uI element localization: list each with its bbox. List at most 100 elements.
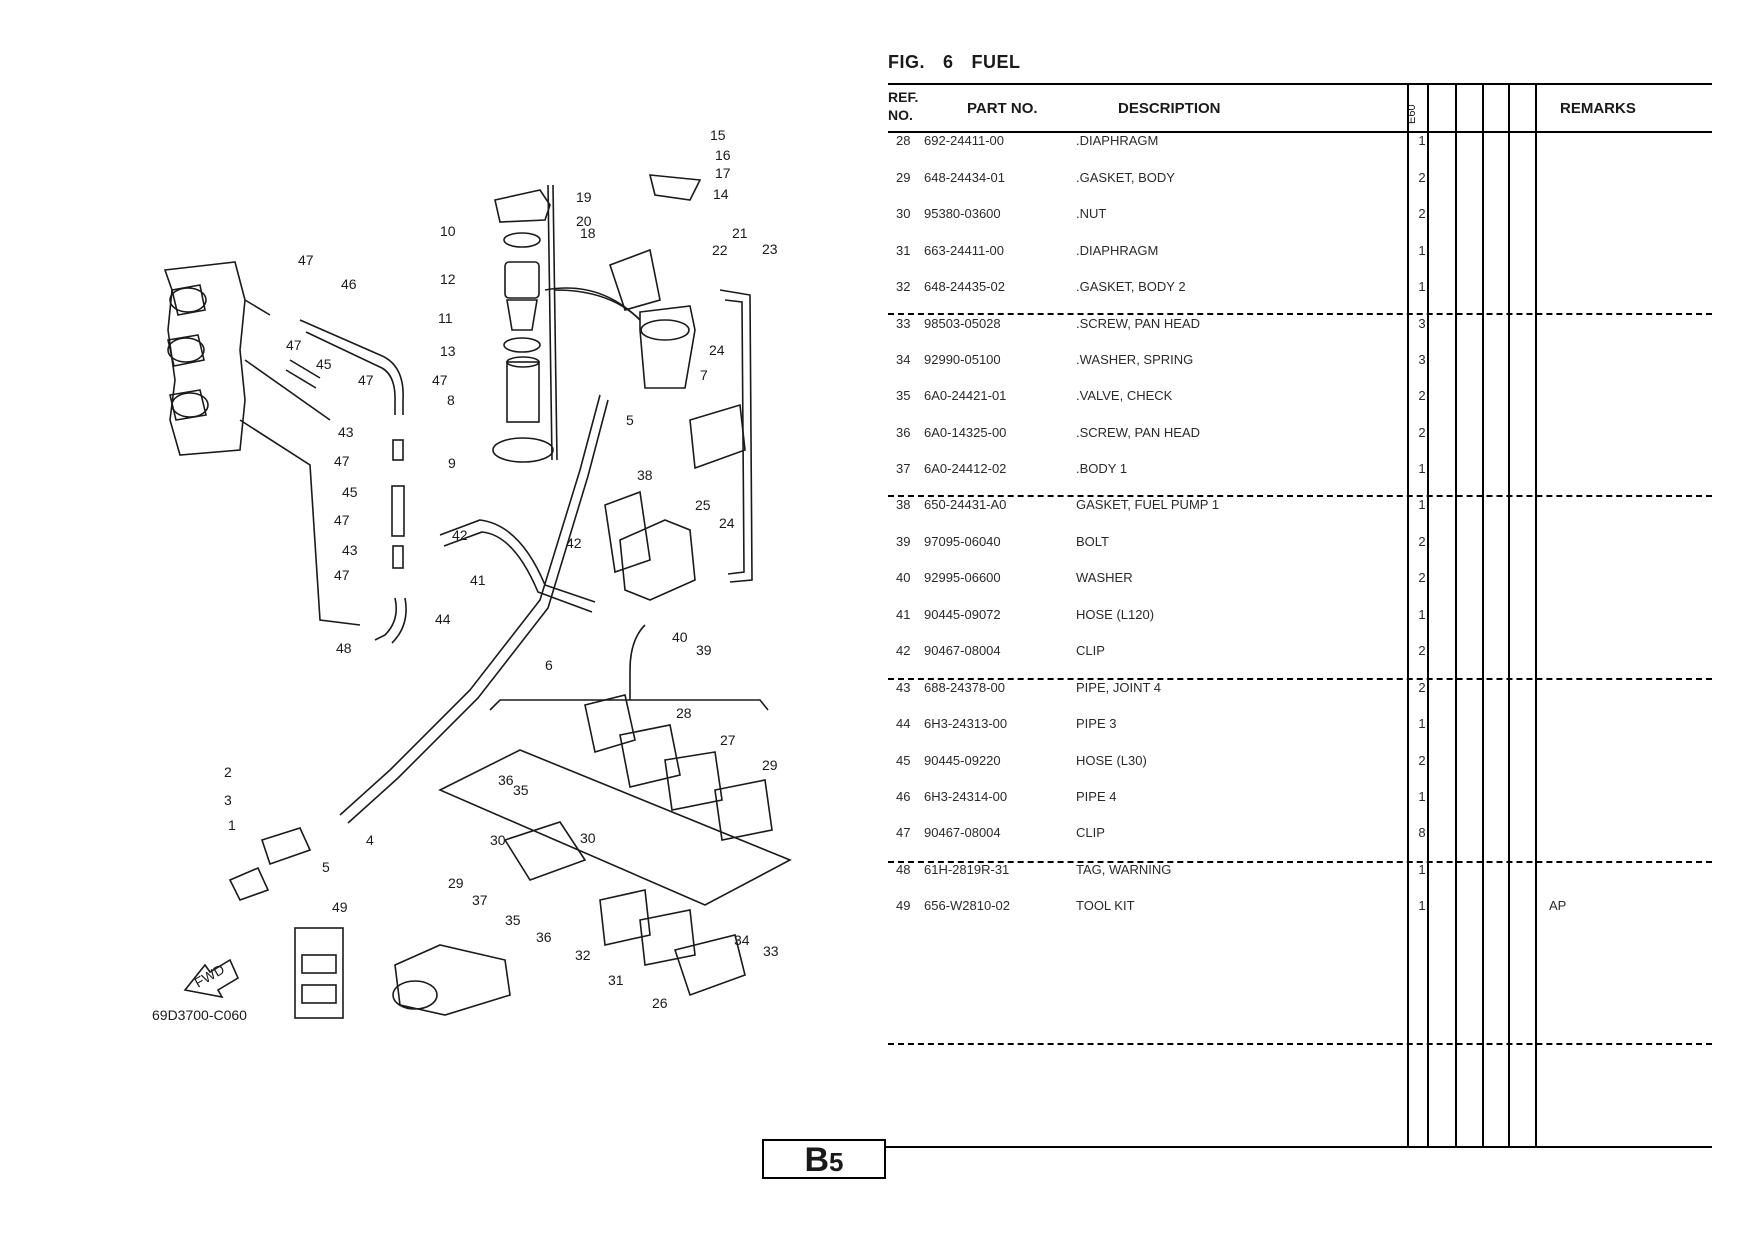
page-letter: B: [804, 1141, 830, 1179]
col-rule: [1407, 83, 1409, 1148]
ref-cell: 30: [896, 206, 911, 221]
description-cell: HOSE (L30): [1076, 753, 1147, 768]
col-rule: [1508, 83, 1510, 1148]
callout-number: 49: [332, 899, 348, 915]
ref-cell: 34: [896, 352, 911, 367]
description-cell: CLIP: [1076, 825, 1105, 840]
callout-number: 42: [566, 535, 582, 551]
description-cell: .DIAPHRAGM: [1076, 243, 1159, 258]
callout-number: 29: [762, 757, 778, 773]
callout-number: 35: [505, 912, 521, 928]
callout-number: 20: [576, 213, 592, 229]
description-cell: PIPE, JOINT 4: [1076, 680, 1162, 695]
part-no-cell: 692-24411-00: [924, 133, 1004, 148]
callout-number: 8: [447, 392, 455, 408]
callout-number: 30: [490, 832, 506, 848]
part-no-cell: 97095-06040: [924, 534, 1001, 549]
callout-number: 47: [334, 453, 350, 469]
part-no-cell: 6A0-24421-01: [924, 388, 1007, 403]
callout-number: 12: [440, 271, 456, 287]
description-cell: .BODY 1: [1076, 461, 1128, 476]
part-no-cell: 6A0-14325-00: [924, 425, 1007, 440]
callout-number: 43: [342, 542, 358, 558]
page-number: 5: [829, 1147, 844, 1177]
quantity-cell: 1: [1418, 497, 1426, 512]
callout-number: 37: [472, 892, 488, 908]
part-no-cell: 61H-2819R-31: [924, 862, 1010, 877]
ref-cell: 35: [896, 388, 911, 403]
callout-number: 25: [695, 497, 711, 513]
ref-cell: 31: [896, 243, 911, 258]
description-cell: .NUT: [1076, 206, 1107, 221]
ref-cell: 40: [896, 570, 911, 585]
part-no-cell: 6H3-24313-00: [924, 716, 1008, 731]
ref-cell: 44: [896, 716, 911, 731]
part-no-cell: 688-24378-00: [924, 680, 1005, 695]
header-part-no: PART NO.: [967, 100, 1038, 117]
ref-cell: 47: [896, 825, 911, 840]
part-no-cell: 92995-06600: [924, 570, 1001, 585]
header-top-rule: [888, 83, 1712, 85]
callout-number: 45: [342, 484, 358, 500]
callout-number: 29: [448, 875, 464, 891]
quantity-cell: 1: [1418, 243, 1426, 258]
quantity-cell: 2: [1418, 680, 1426, 695]
quantity-cell: 3: [1418, 352, 1426, 367]
callout-number: 36: [536, 929, 552, 945]
callout-number: 47: [286, 337, 302, 353]
quantity-cell: 2: [1418, 753, 1426, 768]
callout-number: 16: [715, 147, 731, 163]
figure-name: FUEL: [971, 52, 1021, 72]
callout-number: 39: [696, 642, 712, 658]
quantity-cell: 2: [1418, 170, 1426, 185]
ref-cell: 42: [896, 643, 911, 658]
group-separator: [888, 678, 1712, 680]
callout-number: 11: [438, 310, 453, 326]
description-cell: CLIP: [1076, 643, 1105, 658]
quantity-cell: 1: [1418, 607, 1426, 622]
callout-number: 14: [713, 186, 729, 202]
description-cell: TAG, WARNING: [1076, 862, 1172, 877]
callout-number: 41: [470, 572, 486, 588]
figure-number: 6: [943, 52, 954, 72]
callout-number: 4: [366, 832, 374, 848]
callout-number: 22: [712, 242, 728, 258]
header-no: NO.: [888, 107, 913, 123]
callout-number: 5: [626, 412, 634, 428]
ref-cell: 46: [896, 789, 911, 804]
description-cell: GASKET, FUEL PUMP 1: [1076, 497, 1220, 512]
quantity-cell: 1: [1418, 716, 1426, 731]
footer-rule: [886, 1146, 1712, 1148]
description-cell: .GASKET, BODY: [1076, 170, 1175, 185]
callout-number: 2: [224, 764, 232, 780]
remarks-cell: AP: [1549, 898, 1567, 913]
ref-cell: 38: [896, 497, 911, 512]
description-cell: HOSE (L120): [1076, 607, 1155, 622]
callout-number: 21: [732, 225, 748, 241]
quantity-cell: 8: [1418, 825, 1426, 840]
header-description: DESCRIPTION: [1118, 100, 1221, 117]
description-cell: PIPE 3: [1076, 716, 1117, 731]
quantity-cell: 2: [1418, 534, 1426, 549]
quantity-cell: 1: [1418, 789, 1426, 804]
callout-number: 24: [709, 342, 725, 358]
callout-number: 31: [608, 972, 624, 988]
part-no-cell: 92990-05100: [924, 352, 1001, 367]
callout-number: 32: [575, 947, 591, 963]
part-no-cell: 6A0-24412-02: [924, 461, 1007, 476]
callout-number: 19: [576, 189, 592, 205]
callout-number: 28: [676, 705, 692, 721]
callout-number: 6: [545, 657, 553, 673]
description-cell: .SCREW, PAN HEAD: [1076, 425, 1201, 440]
diagram-code: 69D3700-C060: [152, 1007, 247, 1023]
callout-number: 26: [652, 995, 668, 1011]
part-no-cell: 98503-05028: [924, 316, 1001, 331]
diagram-linework: [163, 174, 792, 1019]
callout-number: 40: [672, 629, 688, 645]
callout-number: 17: [715, 165, 731, 181]
ref-cell: 48: [896, 862, 911, 877]
ref-cell: 43: [896, 680, 911, 695]
part-no-cell: 648-24435-02: [924, 279, 1005, 294]
callout-number: 48: [336, 640, 352, 656]
part-no-cell: 650-24431-A0: [924, 497, 1007, 512]
